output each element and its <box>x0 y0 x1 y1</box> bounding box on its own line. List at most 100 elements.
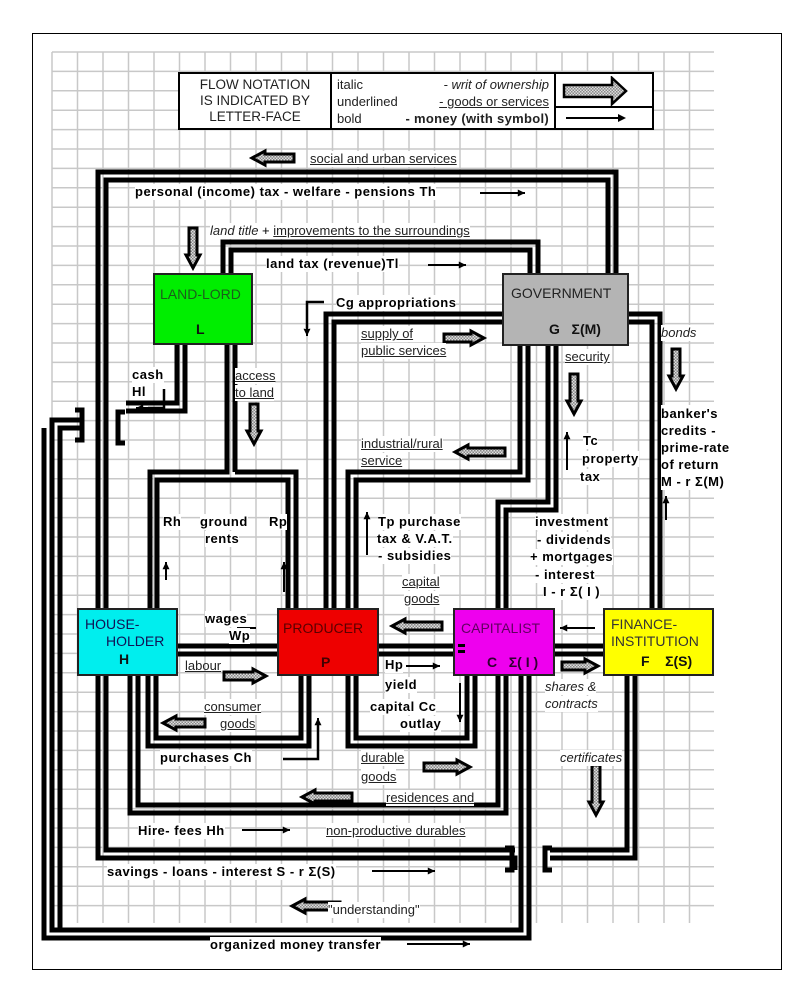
thin-arrow-icon <box>566 114 626 122</box>
label-understanding: "understanding" <box>328 902 420 918</box>
label-tc-property-tax: tax <box>580 469 601 485</box>
line-tc-outer <box>495 346 551 608</box>
legend-thin-arrow-cell <box>556 108 652 128</box>
line-ground-rents-inner <box>154 477 291 608</box>
label-bankers-credits: credits - <box>661 422 717 439</box>
arrow-land-tax-icon-head <box>458 261 466 269</box>
equals-mark <box>458 650 465 653</box>
line-supply-public <box>331 319 502 608</box>
label-industrial-service: service <box>361 453 403 469</box>
line-social-services-outer <box>95 169 619 608</box>
government-symbol: G Σ(M) <box>549 321 601 337</box>
government-box[interactable]: GOVERNMENT G Σ(M) <box>502 273 629 346</box>
line-certificates-outer <box>550 676 638 861</box>
legend-meaning: - writ of ownership <box>443 77 549 92</box>
capitalist-box[interactable]: CAPITALIST C Σ( I ) <box>453 608 555 676</box>
line-money-left-inner <box>57 425 80 930</box>
label-cash: cash <box>132 367 164 383</box>
arrow-savings-icon-head <box>427 867 435 875</box>
hatched-arrow-icon <box>562 76 628 106</box>
line-bonds-outer <box>629 311 663 608</box>
legend-row-italic: italic - writ of ownership <box>337 76 549 93</box>
line-cash-outer <box>126 345 180 406</box>
arrow-cash-tip-icon-head <box>136 404 144 412</box>
line-industrial-outer <box>345 346 523 608</box>
label-residences: residences and <box>386 790 475 806</box>
label-wages: wages <box>205 611 248 627</box>
label-consumer-goods: consumer <box>204 699 262 715</box>
legend-meaning: - goods or services <box>439 94 549 109</box>
arrow-land-title-icon <box>183 226 203 272</box>
legend-face: underlined <box>337 94 398 109</box>
line-savings-inner <box>103 676 515 853</box>
label-ground-rents: rents <box>205 531 240 547</box>
householder-label: HOLDER <box>106 633 165 649</box>
label-land-title-italic: land title <box>210 223 259 238</box>
line-personal-tax-inner <box>103 177 611 608</box>
legend-row-underlined: underlined - goods or services <box>337 93 549 110</box>
arrow-supply-public-icon <box>442 328 488 348</box>
label-supply-public: supply of <box>361 326 414 342</box>
line-tc-inner <box>503 346 559 608</box>
arrow-rp-icon-head <box>280 562 288 570</box>
label-shares-contracts: shares & <box>545 679 597 695</box>
arrow-residences-icon <box>298 787 354 807</box>
line-consumer-goods-inner <box>153 676 304 741</box>
label-investment: investment <box>535 514 609 530</box>
arrow-bankers-icon-head <box>662 496 670 504</box>
line-bonds-inner <box>629 319 655 608</box>
capitalist-symbol: C Σ( I ) <box>487 654 539 670</box>
arrow-tp-icon-head <box>363 512 371 520</box>
label-bankers-credits: M - r Σ(M) <box>661 473 725 490</box>
line-outlay-inner <box>353 676 470 741</box>
arrow-hire-fees-icon-head <box>282 826 290 834</box>
arrow-purchases-icon <box>283 724 320 761</box>
legend-face: italic <box>337 77 364 92</box>
label-security: security <box>565 349 610 365</box>
label-bonds: bonds <box>661 325 697 341</box>
outer-frame <box>32 33 782 970</box>
legend-face: bold <box>337 111 362 126</box>
label-capital-outlay: outlay <box>400 716 442 732</box>
arrow-access-land-icon <box>244 402 264 448</box>
line-savings-outer <box>95 676 518 870</box>
label-improvements: improvements to the surroundings <box>273 223 470 238</box>
legend-title-line: LETTER-FACE <box>209 109 301 124</box>
arrow-consumer-goods-icon <box>159 713 207 733</box>
landlord-box[interactable]: LAND-LORD L <box>153 273 253 345</box>
arrow-personal-tax-icon-head <box>517 189 525 197</box>
label-labour: labour <box>185 658 222 673</box>
bracket-bottom-1 <box>505 845 515 873</box>
label-organized-money-transfer: organized money transfer <box>210 937 381 953</box>
householder-box[interactable]: HOUSE- HOLDER H <box>77 608 178 676</box>
label-cg-appropriations: Cg appropriations <box>336 295 457 311</box>
label-industrial-service: industrial/rural <box>361 436 443 452</box>
finance-institution-box[interactable]: FINANCE- INSTITUTION F Σ(S) <box>603 608 714 676</box>
label-land-title: land title + improvements to the surroun… <box>210 223 470 239</box>
legend-title-line: FLOW NOTATION <box>199 77 311 92</box>
label-investment: + mortgages <box>530 549 614 565</box>
bracket-bottom-2 <box>542 845 552 873</box>
government-label: GOVERNMENT <box>511 285 612 301</box>
label-access-land: to land <box>235 385 275 401</box>
legend-rows: italic - writ of ownership underlined - go… <box>332 74 556 128</box>
label-consumer-goods: goods <box>220 716 256 732</box>
label-access-land: access <box>235 368 276 384</box>
arrow-social-services-icon <box>248 148 296 168</box>
arrow-durable-goods-icon <box>422 757 474 777</box>
legend-title-line: IS INDICATED BY <box>199 93 311 108</box>
arrow-investment-finance-icon-head <box>560 624 568 632</box>
legend-hatched-arrow-cell <box>556 74 652 108</box>
finance-symbol: F Σ(S) <box>641 653 693 669</box>
producer-box[interactable]: PRODUCER P <box>277 608 379 676</box>
label-bankers-credits: of return <box>661 456 719 473</box>
line-outlay-outer <box>345 676 478 749</box>
legend-meaning: - money (with symbol) <box>405 111 549 126</box>
line-residences-inner <box>135 676 501 808</box>
label-bankers-credits: banker's <box>661 405 718 422</box>
householder-symbol: H <box>119 651 130 667</box>
flow-lines <box>41 169 663 941</box>
line-consumer-goods-outer <box>145 676 312 749</box>
arrow-cg-tip-icon-head <box>303 328 311 336</box>
landlord-symbol: L <box>196 321 205 337</box>
